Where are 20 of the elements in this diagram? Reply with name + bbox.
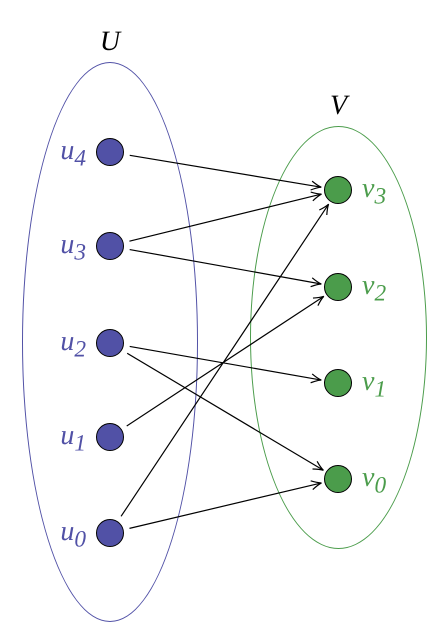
vertex-label: u$_{0}$ [60,517,86,555]
vertex-circle [96,329,124,357]
set-label: U [100,25,120,59]
vertex-label: u$_{2}$ [60,327,86,365]
vertex-circle [324,273,352,301]
vertex-circle [324,369,352,397]
vertex-circle [96,423,124,451]
vertex-label: v$_{3}$ [362,174,386,212]
vertex-label: u$_{1}$ [60,421,86,459]
vertex-circle [324,465,352,493]
vertex-circle [324,176,352,204]
vertex-circle [96,232,124,260]
vertex-label: v$_{2}$ [362,271,386,309]
vertex-label: v$_{0}$ [362,463,386,501]
set-label: V [330,86,348,126]
vertex-circle [96,138,124,166]
vertex-label: v$_{1}$ [362,367,386,405]
vertex-label: u$_{3}$ [60,230,86,268]
vertex-circle [96,519,124,547]
vertex-label: u$_{4}$ [60,136,86,174]
